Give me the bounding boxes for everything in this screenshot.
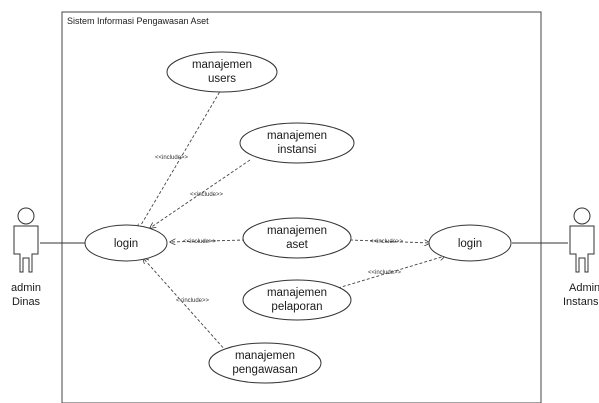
actor-body-icon xyxy=(13,225,39,273)
actor-admin-dinas-line2: Dinas xyxy=(12,296,41,308)
include-instansi-login xyxy=(150,159,251,228)
usecase-users-line1: manajemen xyxy=(192,59,252,71)
usecase-manajemen-aset[interactable]: manajemen aset xyxy=(242,217,352,259)
usecase-users-line2: users xyxy=(208,73,236,85)
actor-head-icon xyxy=(573,207,591,225)
usecase-pengawasan-line2: pengawasan xyxy=(232,364,297,376)
include-label-aset-right: <<include>> xyxy=(370,239,404,245)
usecase-instansi-line2: instansi xyxy=(278,144,317,156)
usecase-aset-line2: aset xyxy=(286,239,309,251)
usecase-aset-line1: manajemen xyxy=(267,225,327,237)
include-pelaporan-login xyxy=(337,256,445,289)
include-users-login xyxy=(138,87,223,230)
actor-admin-instansi-line2: Instansi xyxy=(563,296,599,308)
include-label-pelaporan: <<include>> xyxy=(368,270,402,276)
usecase-pelaporan-line1: manajemen xyxy=(267,287,327,299)
usecase-pengawasan-line1: manajemen xyxy=(235,350,295,362)
include-label-users: <<include>> xyxy=(155,155,189,161)
actor-admin-dinas[interactable] xyxy=(13,207,39,273)
usecase-login-right-label: login xyxy=(458,238,482,250)
actor-admin-dinas-line1: admin xyxy=(11,282,41,294)
usecase-pelaporan-line2: pelaporan xyxy=(271,301,322,313)
include-aset-login-left xyxy=(170,240,246,242)
include-label-instansi: <<include>> xyxy=(190,192,224,198)
usecase-login-right[interactable]: login xyxy=(428,224,512,262)
usecase-manajemen-pengawasan[interactable]: manajemen pengawasan xyxy=(208,342,322,384)
actor-admin-instansi[interactable] xyxy=(569,207,595,273)
usecase-login-left[interactable]: login xyxy=(84,224,168,262)
usecase-manajemen-pelaporan[interactable]: manajemen pelaporan xyxy=(242,279,352,321)
usecase-manajemen-instansi[interactable]: manajemen instansi xyxy=(239,122,355,164)
system-boundary: Sistem Informasi Pengawasan Aset xyxy=(61,11,542,403)
system-title: Sistem Informasi Pengawasan Aset xyxy=(67,16,209,26)
actor-head-icon xyxy=(17,207,35,225)
include-label-pengawasan: <<include>> xyxy=(176,298,210,304)
actor-admin-instansi-line1: Admin xyxy=(569,282,599,294)
usecase-instansi-line1: manajemen xyxy=(267,130,327,142)
usecase-login-left-label: login xyxy=(114,238,138,250)
actor-body-icon xyxy=(569,225,595,273)
include-label-aset-left: <<include>> xyxy=(183,239,217,245)
include-aset-login-right xyxy=(349,239,430,243)
usecase-manajemen-users[interactable]: manajemen users xyxy=(166,51,278,93)
